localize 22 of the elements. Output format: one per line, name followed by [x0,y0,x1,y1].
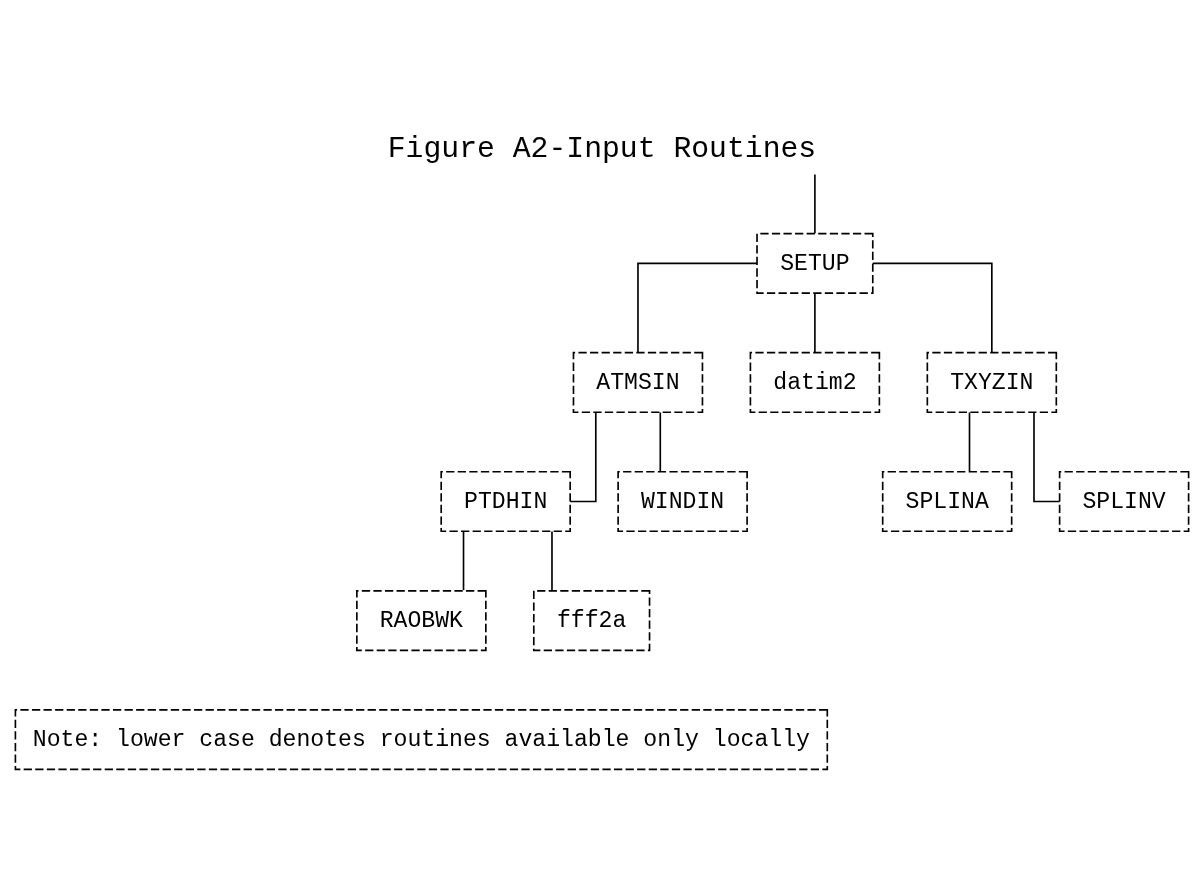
connector [1033,411,1061,503]
connector [569,411,597,503]
connector [551,530,553,591]
node-box: RAOBWK [356,589,487,652]
node-box: SPLINA [881,470,1013,533]
node-box: WINDIN [617,470,748,533]
connector [462,530,465,591]
node-box: SPLINV [1058,470,1190,533]
connector [872,262,993,354]
node-box: PTDHIN [440,470,571,533]
node-box: datim2 [749,351,881,414]
label: Note: lower case denotes routines available only locally [32,726,810,753]
connector [814,173,816,235]
diagram-title: Figure A2-Input Routines [387,132,817,167]
node-box: ATMSIN [572,351,704,414]
connector [968,411,971,472]
node-box: TXYZIN [926,351,1058,414]
connector [659,411,662,472]
connector [814,292,816,353]
connector [637,262,758,354]
node-box: SETUP [756,232,874,294]
node-box: fff2a [532,589,651,652]
